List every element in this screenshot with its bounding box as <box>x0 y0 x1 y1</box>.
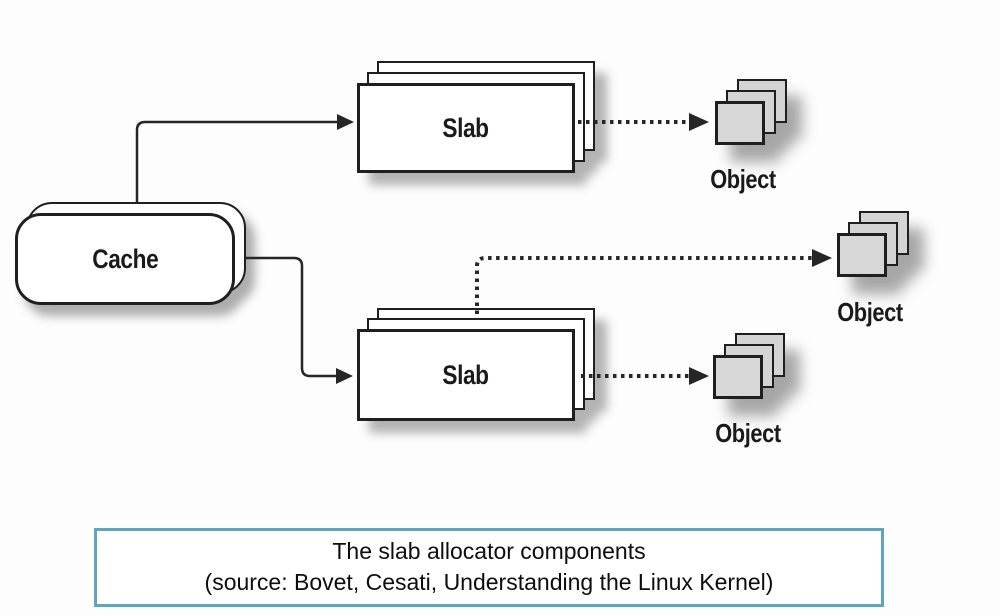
cache-label: Cache <box>92 243 158 274</box>
cache-node: Cache <box>15 202 247 306</box>
object-bottom-node <box>713 333 786 400</box>
object-top-node <box>715 79 788 146</box>
slab-bottom-front-layer: Slab <box>357 329 575 421</box>
slab-bottom-label: Slab <box>442 359 490 390</box>
object-middle-front-square <box>837 233 887 277</box>
caption-line2: (source: Bovet, Cesati, Understanding th… <box>204 569 774 595</box>
caption-line1: The slab allocator components <box>332 538 646 565</box>
slab-top-node: Slab <box>357 61 596 173</box>
object-top-label: Object <box>710 164 776 194</box>
object-bottom-label: Object <box>715 418 781 448</box>
object-middle-label: Object <box>837 297 903 327</box>
slab-top-front-layer: Slab <box>357 83 575 173</box>
arrowhead-slab-bottom-to-object-bottom <box>689 367 709 385</box>
edge-cache-to-slab-bottom <box>246 256 337 378</box>
object-bottom-front-square <box>713 355 763 399</box>
arrowhead-slab-top-to-object-top <box>689 113 709 131</box>
slab-bottom-node: Slab <box>357 308 596 421</box>
arrowhead-slab-bottom-to-object-middle <box>812 249 832 267</box>
arrowhead-cache-to-slab-bottom <box>336 368 353 384</box>
arrowhead-cache-to-slab-top <box>337 114 354 130</box>
edge-cache-to-slab-top <box>135 120 338 204</box>
object-top-front-square <box>715 101 765 145</box>
edge-slab-bottom-to-object-middle <box>475 256 813 314</box>
slab-top-label: Slab <box>442 112 490 143</box>
cache-front-layer: Cache <box>15 213 235 305</box>
object-middle-node <box>837 211 910 278</box>
caption-box: The slab allocator components (source: B… <box>94 528 884 607</box>
